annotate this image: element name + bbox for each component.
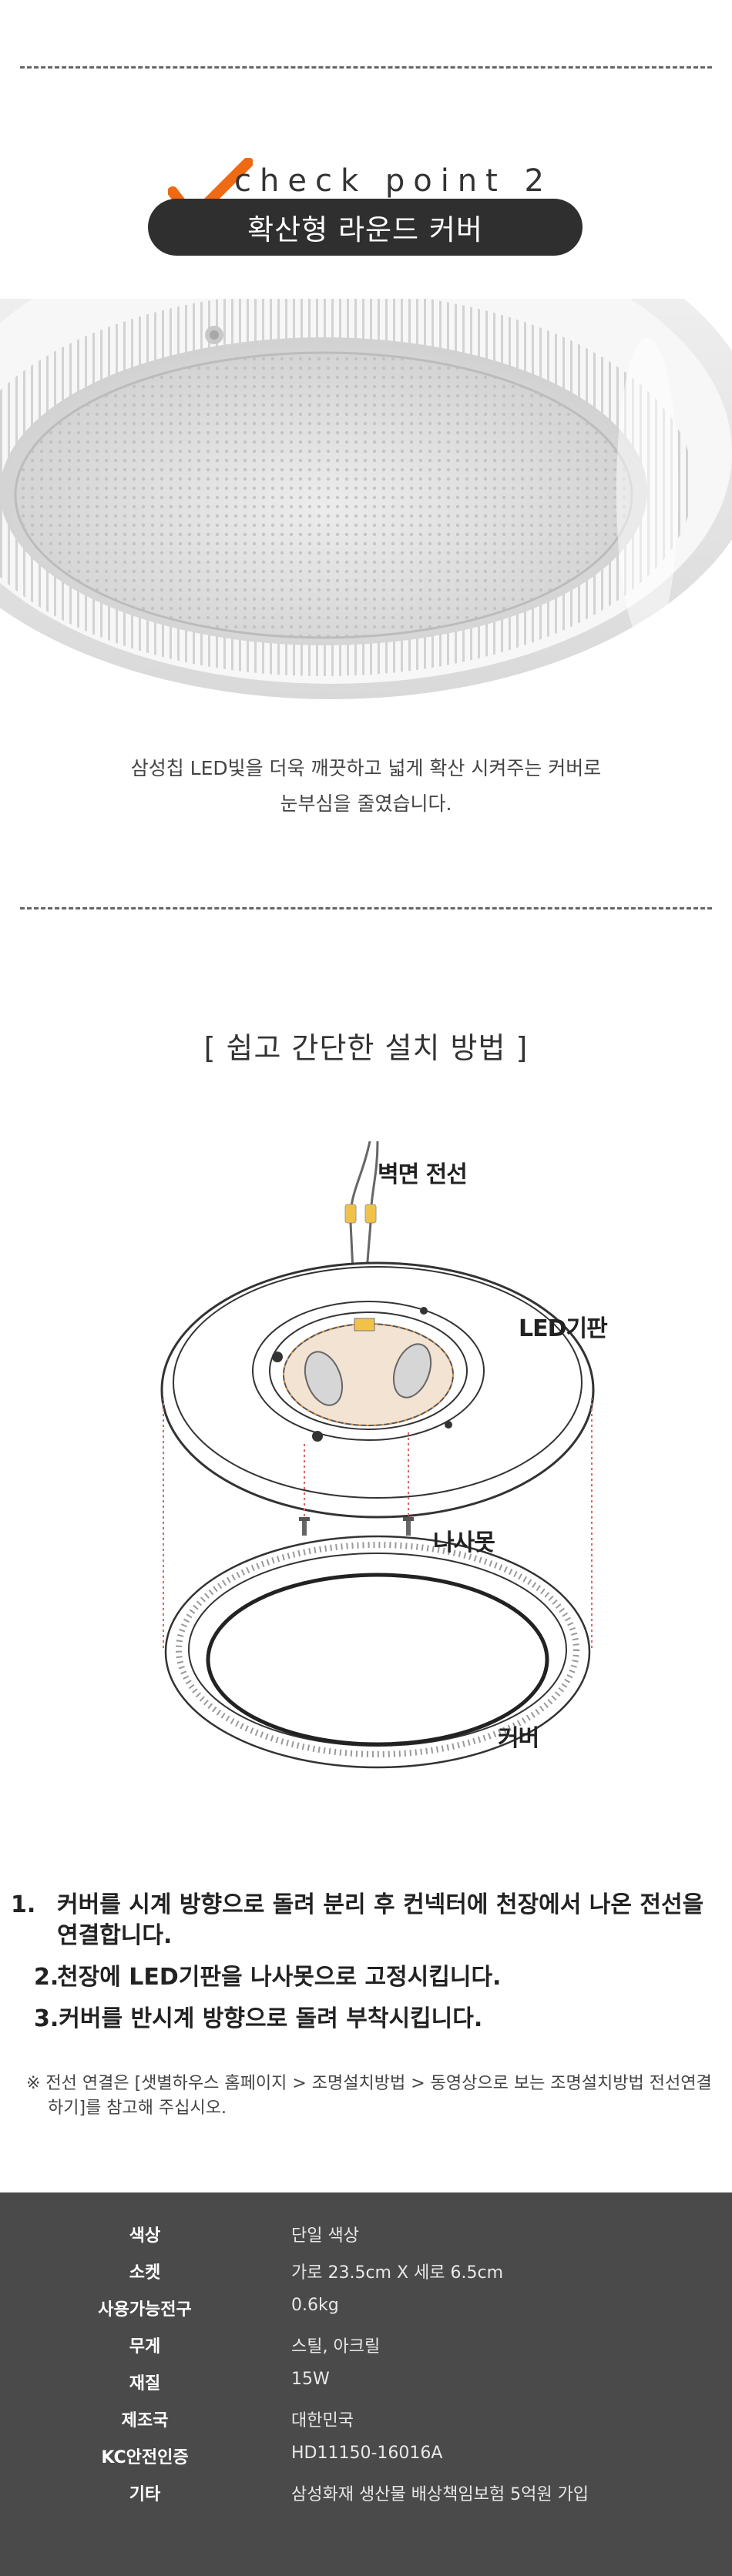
step-item: 1. 커버를 시계 방향으로 돌려 분리 후 컨넥터에 천장에서 나온 전선을 연… — [11, 1890, 704, 1951]
spec-row: 색상 단일 색상 — [0, 2222, 732, 2259]
spec-table: 색상 단일 색상 소켓 가로 23.5cm X 세로 6.5cm 사용가능전구 … — [0, 2192, 732, 2576]
label-screw: 나사못 — [433, 1529, 495, 1556]
spec-label: 기타 — [129, 2485, 161, 2504]
step-number: 3. — [34, 2005, 59, 2032]
check-point-label: check point 2 — [234, 163, 552, 199]
step-text: 커버를 시계 방향으로 돌려 분리 후 컨넥터에 천장에서 나온 전선을 연결합… — [57, 1891, 704, 1949]
step-number: 2. — [34, 1964, 59, 1991]
spec-value: 가로 23.5cm X 세로 6.5cm — [291, 2263, 504, 2283]
spec-value: 스틸, 아크릴 — [291, 2337, 381, 2357]
spec-label: 소켓 — [129, 2263, 161, 2283]
spec-row: 소켓 가로 23.5cm X 세로 6.5cm — [0, 2259, 732, 2296]
spec-value: HD11150-16016A — [291, 2444, 443, 2463]
screw-icon — [299, 1517, 310, 1536]
spec-label: KC안전인증 — [101, 2448, 189, 2467]
spec-label: 색상 — [129, 2226, 161, 2246]
spec-row: 무게 스틸, 아크릴 — [0, 2333, 732, 2370]
diffuser-cover-image — [0, 299, 732, 730]
wiring-note: ※ 전선 연결은 [샛별하우스 홈페이지 > 조명설치방법 > 동영상으로 보는… — [26, 2074, 712, 2118]
divider-middle — [20, 907, 712, 909]
step-item: 2.천장에 LED기판을 나사못으로 고정시킵니다. — [34, 1962, 704, 1993]
install-diagram — [160, 1141, 595, 1769]
section-title-pill: 확산형 라운드 커버 — [148, 199, 583, 256]
install-title: [ 쉽고 간단한 설치 방법 ] — [203, 1031, 529, 1065]
spec-value: 삼성화재 생산물 배상책임보험 5억원 가입 — [291, 2485, 589, 2504]
step-number: 1. — [11, 1891, 36, 1918]
spec-value: 0.6kg — [291, 2296, 339, 2315]
caption-line-1: 삼성칩 LED빛을 더욱 깨끗하고 넓게 확산 시켜주는 커버로 — [130, 757, 602, 779]
spec-value: 단일 색상 — [291, 2226, 359, 2246]
spec-value: 대한민국 — [291, 2411, 354, 2430]
spec-row: KC안전인증 HD11150-16016A — [0, 2444, 732, 2481]
step-text: 천장에 LED기판을 나사못으로 고정시킵니다. — [57, 1964, 502, 1991]
spec-label: 무게 — [129, 2337, 161, 2357]
caption-line-2: 눈부심을 줄였습니다. — [280, 792, 452, 815]
spec-row: 제조국 대한민국 — [0, 2407, 732, 2444]
spec-label: 제조국 — [121, 2411, 169, 2430]
step-text: 커버를 반시계 방향으로 돌려 부착시킵니다. — [59, 2005, 483, 2032]
step-item: 3.커버를 반시계 방향으로 돌려 부착시킵니다. — [34, 2004, 704, 2035]
caption: 삼성칩 LED빛을 더욱 깨끗하고 넓게 확산 시켜주는 커버로 눈부심을 줄였… — [0, 751, 732, 822]
spec-value: 15W — [291, 2370, 330, 2389]
label-led-board: LED기판 — [519, 1315, 608, 1342]
spec-row: 기타 삼성화재 생산물 배상책임보험 5억원 가입 — [0, 2481, 732, 2517]
spec-label: 사용가능전구 — [98, 2300, 192, 2320]
spec-row: 사용가능전구 0.6kg — [0, 2296, 732, 2333]
spec-row: 재질 15W — [0, 2370, 732, 2407]
spec-label: 재질 — [129, 2374, 161, 2393]
divider-top — [20, 66, 712, 69]
label-cover: 커버 — [498, 1725, 539, 1752]
screw-icon — [403, 1517, 414, 1536]
section-title: 확산형 라운드 커버 — [247, 213, 483, 246]
install-steps: 1. 커버를 시계 방향으로 돌려 분리 후 컨넥터에 천장에서 나온 전선을 연… — [11, 1890, 704, 2045]
label-wall-wire: 벽면 전선 — [378, 1161, 468, 1188]
